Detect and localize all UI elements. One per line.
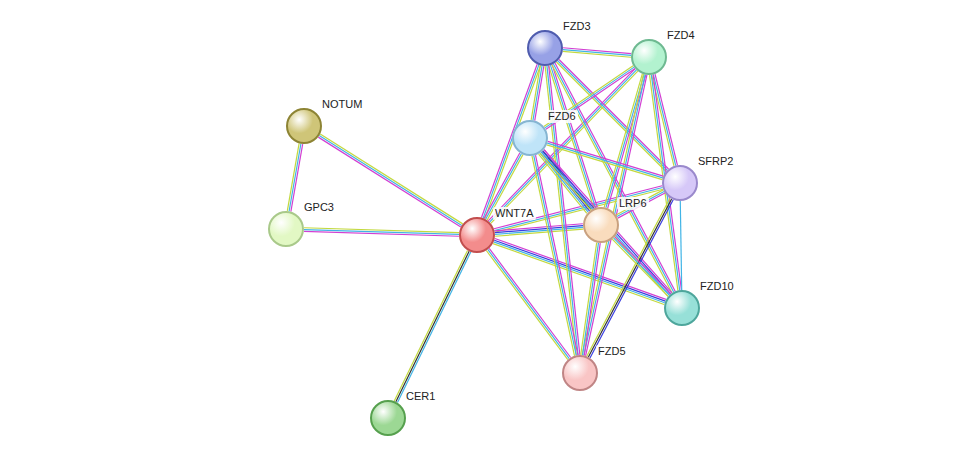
evidence-strand — [534, 156, 577, 356]
interaction-edge — [532, 155, 578, 356]
evidence-strand — [563, 51, 631, 57]
interaction-edge — [616, 190, 665, 218]
evidence-strand — [532, 156, 575, 356]
protein-node — [662, 165, 698, 201]
node-label: FZD4 — [665, 29, 697, 42]
evidence-strand — [536, 155, 579, 355]
evidence-strand — [495, 227, 583, 234]
evidence-strand — [604, 74, 642, 207]
interaction-edge — [486, 248, 570, 359]
evidence-strand — [397, 252, 470, 403]
evidence-strand — [655, 74, 677, 165]
interaction-edge — [563, 48, 631, 57]
protein-node — [527, 30, 563, 66]
evidence-strand — [319, 136, 462, 226]
evidence-strand — [495, 229, 583, 236]
evidence-strand — [550, 65, 595, 208]
evidence-strand — [543, 151, 671, 294]
interaction-edge — [394, 250, 470, 402]
node-label: FZD10 — [698, 280, 736, 293]
evidence-strand — [287, 143, 299, 211]
protein-node — [286, 108, 322, 144]
evidence-strand — [582, 74, 643, 355]
node-label: FZD6 — [546, 110, 578, 123]
evidence-strand — [394, 250, 467, 401]
node-label: SFRP2 — [696, 155, 735, 168]
evidence-strand — [320, 134, 463, 224]
protein-node — [631, 39, 667, 75]
evidence-strand — [584, 75, 645, 356]
evidence-strand — [544, 150, 672, 293]
interaction-edge — [304, 228, 459, 236]
interaction-edge — [544, 66, 635, 130]
evidence-strand — [318, 137, 461, 227]
protein-node — [370, 400, 406, 436]
interaction-edge — [545, 66, 580, 356]
evidence-strand — [493, 244, 664, 305]
evidence-strand — [583, 243, 599, 355]
evidence-strand — [680, 201, 681, 290]
interaction-edge — [680, 201, 681, 290]
evidence-strand — [618, 193, 665, 218]
evidence-strand — [533, 66, 542, 120]
interaction-edge — [547, 141, 664, 179]
interaction-edge — [287, 143, 302, 211]
node-label: WNT7A — [493, 207, 536, 220]
evidence-strand — [614, 238, 670, 295]
evidence-strand — [495, 226, 583, 233]
node-label: GPC3 — [302, 201, 336, 214]
evidence-strand — [494, 242, 665, 303]
evidence-strand — [531, 65, 540, 119]
protein-node — [664, 290, 700, 326]
protein-node — [268, 211, 304, 247]
interaction-edge — [318, 134, 462, 227]
interaction-edge — [612, 237, 670, 297]
evidence-strand — [289, 144, 301, 212]
evidence-strand — [304, 228, 459, 233]
evidence-strand — [612, 239, 668, 296]
evidence-strand — [617, 191, 664, 216]
evidence-strand — [608, 75, 646, 208]
node-label: NOTUM — [320, 98, 364, 111]
evidence-strand — [396, 251, 469, 402]
protein-node — [512, 120, 548, 156]
node-label: FZD5 — [596, 345, 628, 358]
protein-node — [459, 217, 495, 253]
evidence-strand — [606, 74, 644, 207]
evidence-strand — [546, 69, 635, 130]
node-label: LRP6 — [617, 197, 649, 210]
evidence-strand — [615, 237, 671, 294]
protein-node — [583, 207, 619, 243]
evidence-strand — [545, 67, 634, 128]
evidence-strand — [547, 66, 578, 355]
evidence-strand — [555, 63, 675, 291]
evidence-strand — [653, 74, 675, 165]
node-label: FZD3 — [561, 20, 593, 33]
interaction-edge — [531, 65, 544, 120]
evidence-strand — [616, 190, 663, 215]
evidence-strand — [544, 66, 633, 127]
protein-node — [562, 355, 598, 391]
interaction-edge — [540, 150, 672, 297]
evidence-strand — [548, 141, 664, 176]
interaction-edge — [582, 74, 647, 356]
interaction-edge — [581, 243, 601, 356]
evidence-strand — [584, 243, 600, 355]
node-label: CER1 — [404, 390, 437, 403]
interaction-edge — [495, 224, 584, 236]
evidence-strand — [581, 243, 597, 355]
